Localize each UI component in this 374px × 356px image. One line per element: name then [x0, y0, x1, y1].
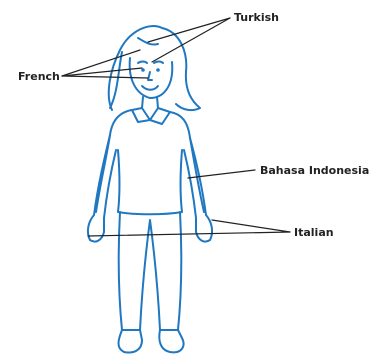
left-eye	[141, 68, 145, 72]
trousers	[119, 212, 182, 330]
collar	[132, 108, 170, 124]
turkish-leader-eyebrow	[152, 18, 230, 62]
turkish-leader-forehead	[148, 18, 230, 42]
mouth	[142, 86, 158, 90]
shirt	[96, 110, 204, 214]
right-eyebrow	[154, 62, 163, 64]
nose	[148, 72, 152, 80]
label-turkish: Turkish	[234, 11, 279, 24]
left-eyebrow	[138, 62, 147, 64]
left-shoe	[119, 330, 143, 353]
italian-leader-right-hand	[212, 220, 290, 232]
label-french: French	[18, 70, 60, 83]
right-hand	[196, 215, 212, 242]
person-figure	[88, 26, 212, 352]
left-hand	[88, 215, 104, 242]
label-bahasa-indonesia: Bahasa Indonesia	[260, 164, 369, 177]
right-shoe	[159, 330, 183, 352]
french-leader-nose	[62, 76, 148, 78]
hair-fringe	[138, 38, 158, 45]
right-eye	[156, 68, 160, 72]
label-italian: Italian	[294, 226, 334, 239]
